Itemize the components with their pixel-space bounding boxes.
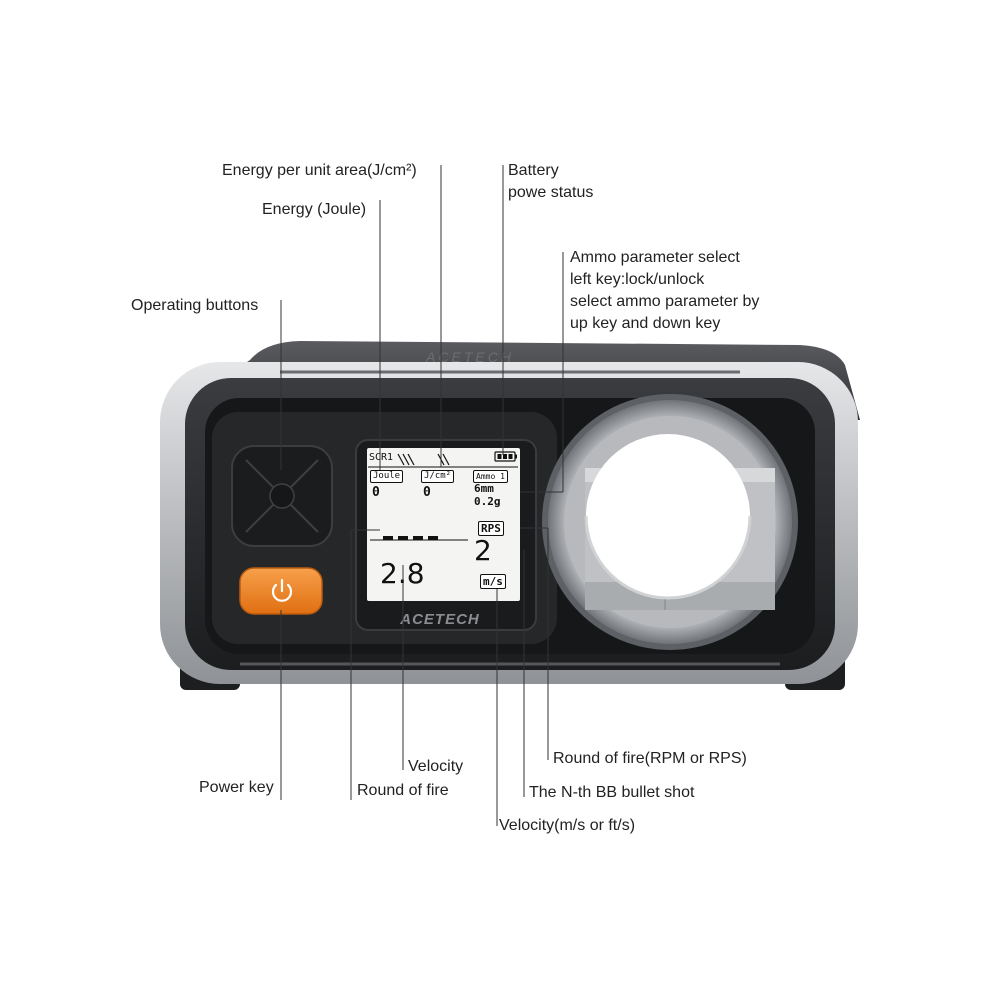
callout-round-of-fire-unit: Round of fire(RPM or RPS)	[553, 750, 747, 767]
callout-battery-1: Battery	[508, 162, 559, 179]
lcd-ammo-label: Ammo 1	[473, 470, 508, 483]
lcd-screen-id: SCR1	[369, 452, 394, 463]
callout-velocity: Velocity	[408, 758, 464, 775]
lcd-joule-value: 0	[372, 485, 380, 500]
callout-ammo-1: Ammo parameter select	[570, 249, 740, 266]
lcd-shot-count: 2	[474, 534, 492, 567]
callout-energy-joule: Energy (Joule)	[262, 201, 367, 218]
callout-energy-per-area: Energy per unit area(J/cm²)	[222, 162, 417, 179]
callout-round-of-fire: Round of fire	[357, 782, 449, 799]
callout-operating-buttons: Operating buttons	[131, 297, 259, 314]
barrel-bore	[586, 434, 750, 598]
dpad-icon	[231, 445, 333, 547]
lcd-ammo-weight: 0.2g	[474, 495, 501, 508]
battery-icon	[494, 451, 517, 462]
lcd-joule-label: Joule	[370, 470, 404, 483]
lcd-dashes	[383, 536, 438, 540]
embossed-brand: ACETECH	[425, 349, 514, 365]
lcd-velocity-unit: m/s	[480, 574, 506, 589]
lcd-jcm-label: J/cm²	[421, 470, 455, 483]
callout-nth-bb: The N-th BB bullet shot	[529, 784, 695, 801]
callout-battery-2: powe status	[508, 184, 594, 201]
lcd-jcm-value: 0	[423, 485, 431, 500]
callout-velocity-unit: Velocity(m/s or ft/s)	[499, 817, 636, 834]
power-icon	[271, 578, 293, 602]
lcd-velocity-value: 2.8	[380, 557, 425, 590]
lcd-rps-label: RPS	[478, 521, 504, 536]
callout-lines	[280, 165, 564, 826]
lcd-screen	[367, 448, 520, 601]
callout-power-key: Power key	[199, 779, 274, 796]
lcd-ammo-size: 6mm	[474, 482, 494, 495]
callout-ammo-2: left key:lock/unlock	[570, 271, 705, 288]
callout-ammo-4: up key and down key	[570, 315, 721, 332]
brand-logo: ACETECH	[399, 611, 480, 628]
power-button	[239, 567, 323, 615]
callout-ammo-3: select ammo parameter by	[570, 293, 760, 310]
